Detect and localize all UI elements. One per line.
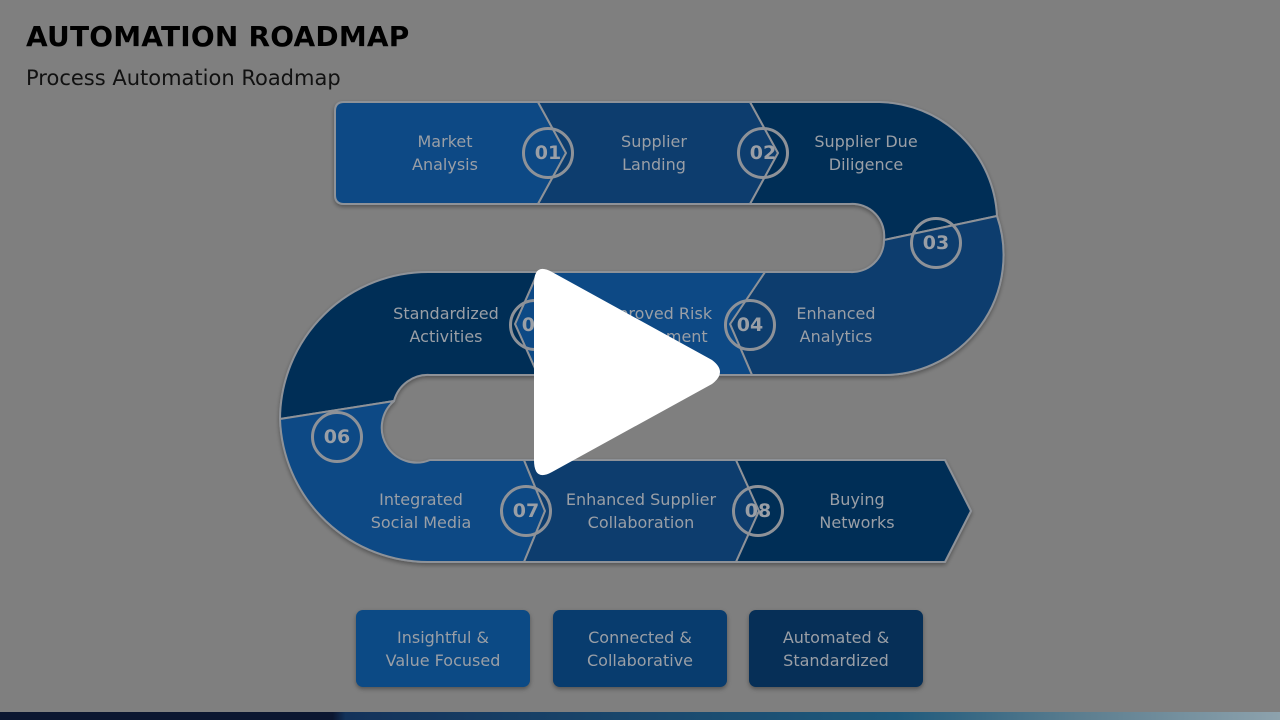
slide-subtitle: Process Automation Roadmap xyxy=(26,66,341,90)
step-number-badge: 07 xyxy=(500,485,552,537)
play-icon xyxy=(534,268,720,476)
summary-card: Automated &Standardized xyxy=(749,610,923,687)
summary-card: Insightful &Value Focused xyxy=(356,610,530,687)
segment-supplier-due-diligence xyxy=(749,101,998,241)
footer-bar xyxy=(0,712,1280,720)
step-number-badge: 03 xyxy=(910,217,962,269)
step-number-badge: 06 xyxy=(311,411,363,463)
step-number-badge: 01 xyxy=(522,127,574,179)
segment-market-analysis xyxy=(334,101,567,205)
step-number-badge: 02 xyxy=(737,127,789,179)
slide-title: AUTOMATION ROADMAP xyxy=(26,20,410,53)
segment-enhanced-analytics xyxy=(729,215,1005,377)
segment-standardized-activities xyxy=(279,270,539,420)
summary-card: Connected &Collaborative xyxy=(553,610,727,687)
play-button[interactable] xyxy=(534,266,724,478)
step-number-badge: 04 xyxy=(724,299,776,351)
step-number-badge: 08 xyxy=(732,485,784,537)
